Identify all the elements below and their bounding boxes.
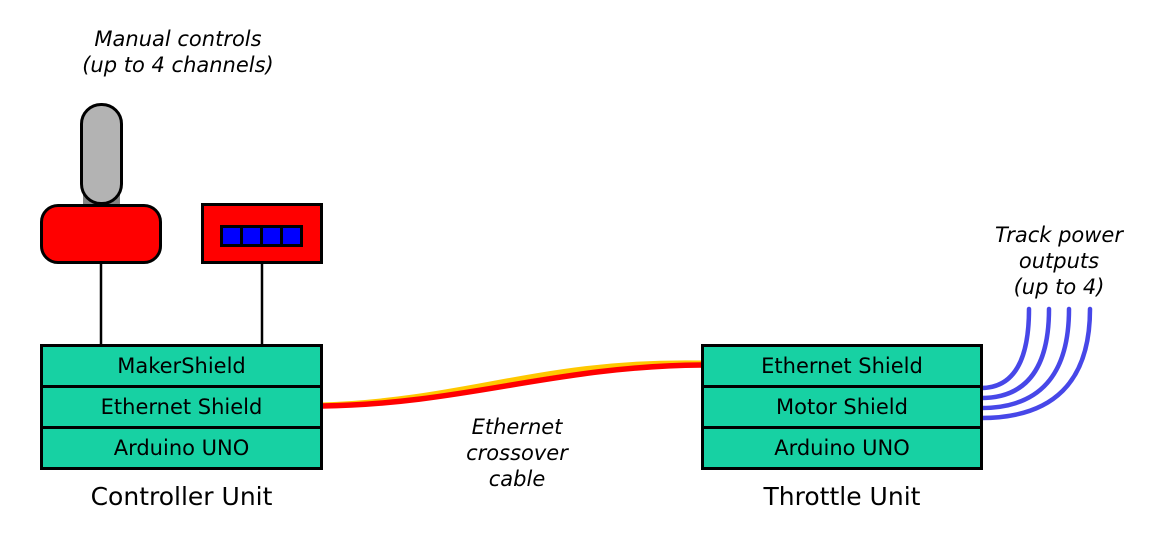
button-panel-buttons: [220, 225, 303, 247]
throttle-unit-label: Throttle Unit: [763, 482, 921, 511]
ethernet-cable-red-strand: [321, 362, 703, 409]
manual-controls-caption: Manual controls (up to 4 channels): [28, 26, 328, 78]
crossover-cable-caption-line3: cable: [488, 467, 546, 491]
crossover-cable-caption: Ethernet crossover cable: [417, 414, 617, 492]
controller-layer-makershield: MakerShield: [40, 344, 323, 388]
crossover-cable-caption-line2: crossover: [466, 441, 568, 465]
track-output-wire-2: [978, 306, 1052, 401]
throttle-layer-motor-shield: Motor Shield: [701, 385, 983, 429]
track-power-caption-line2: outputs: [1018, 249, 1100, 273]
crossover-cable-caption-line1: Ethernet: [471, 415, 563, 439]
track-power-caption: Track power outputs (up to 4): [959, 222, 1152, 300]
track-output-wire-4: [978, 306, 1093, 421]
manual-controls-caption-line1: Manual controls: [94, 27, 262, 51]
throttle-unit-stack: Ethernet Shield Motor Shield Arduino UNO: [701, 344, 983, 470]
manual-controls-caption-line2: (up to 4 channels): [82, 53, 274, 77]
button-4: [280, 225, 303, 247]
track-output-wire-1: [978, 306, 1032, 391]
controller-unit-label: Controller Unit: [90, 482, 273, 511]
controller-layer-arduino-uno: Arduino UNO: [40, 426, 323, 470]
throttle-layer-arduino-uno: Arduino UNO: [701, 426, 983, 470]
controller-unit-stack: MakerShield Ethernet Shield Arduino UNO: [40, 344, 323, 470]
controller-layer-ethernet-shield: Ethernet Shield: [40, 385, 323, 429]
track-output-wire-3: [978, 306, 1072, 411]
track-power-caption-line1: Track power: [995, 223, 1123, 247]
throttle-layer-ethernet-shield: Ethernet Shield: [701, 344, 983, 388]
joystick-base: [40, 204, 162, 264]
track-power-caption-line3: (up to 4): [1013, 275, 1105, 299]
joystick-stick: [80, 103, 123, 205]
